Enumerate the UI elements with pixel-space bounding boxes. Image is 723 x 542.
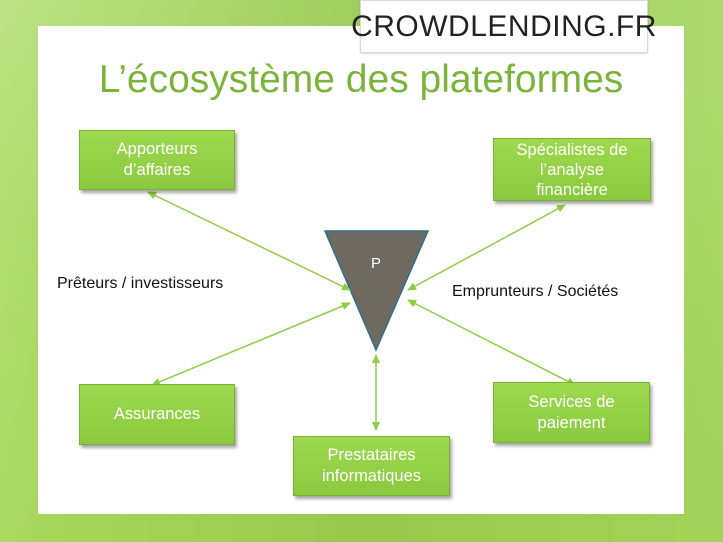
box-assurances: Assurances — [79, 384, 235, 445]
box-line: paiement — [537, 413, 606, 432]
arrow-assurances — [151, 302, 351, 386]
box-line: Apporteurs — [116, 140, 198, 158]
center-label: P — [370, 255, 381, 272]
box-apporteurs-affaires: Apporteurs d’affaires — [79, 130, 235, 190]
arrow-services — [407, 299, 576, 386]
box-line: Services de — [528, 392, 615, 411]
box-line: l’analyse — [539, 160, 605, 179]
box-line: Prestataires — [327, 446, 416, 464]
box-prestataires-informatiques: Prestataires informatiques — [293, 436, 450, 496]
label-emprunteurs-societes: Emprunteurs / Sociétés — [452, 283, 619, 300]
arrow-apporteurs — [147, 191, 351, 291]
brand-logo: CROWDLENDING.FR — [351, 0, 656, 53]
box-line: d’affaires — [123, 161, 191, 179]
box-line: informatiques — [321, 467, 422, 485]
box-services-paiement: Services de paiement — [493, 382, 650, 443]
box-line: financière — [536, 180, 608, 199]
box-line: Assurances — [113, 405, 201, 423]
label-preteurs-investisseurs: Prêteurs / investisseurs — [57, 275, 224, 292]
box-specialistes-analyse: Spécialistes de l’analyse financière — [493, 138, 651, 201]
box-line: Spécialistes de — [516, 140, 628, 159]
arrow-specialistes — [407, 204, 566, 291]
slide-title: L’écosystème des plateformes — [98, 58, 624, 101]
center-triangle — [323, 230, 430, 352]
